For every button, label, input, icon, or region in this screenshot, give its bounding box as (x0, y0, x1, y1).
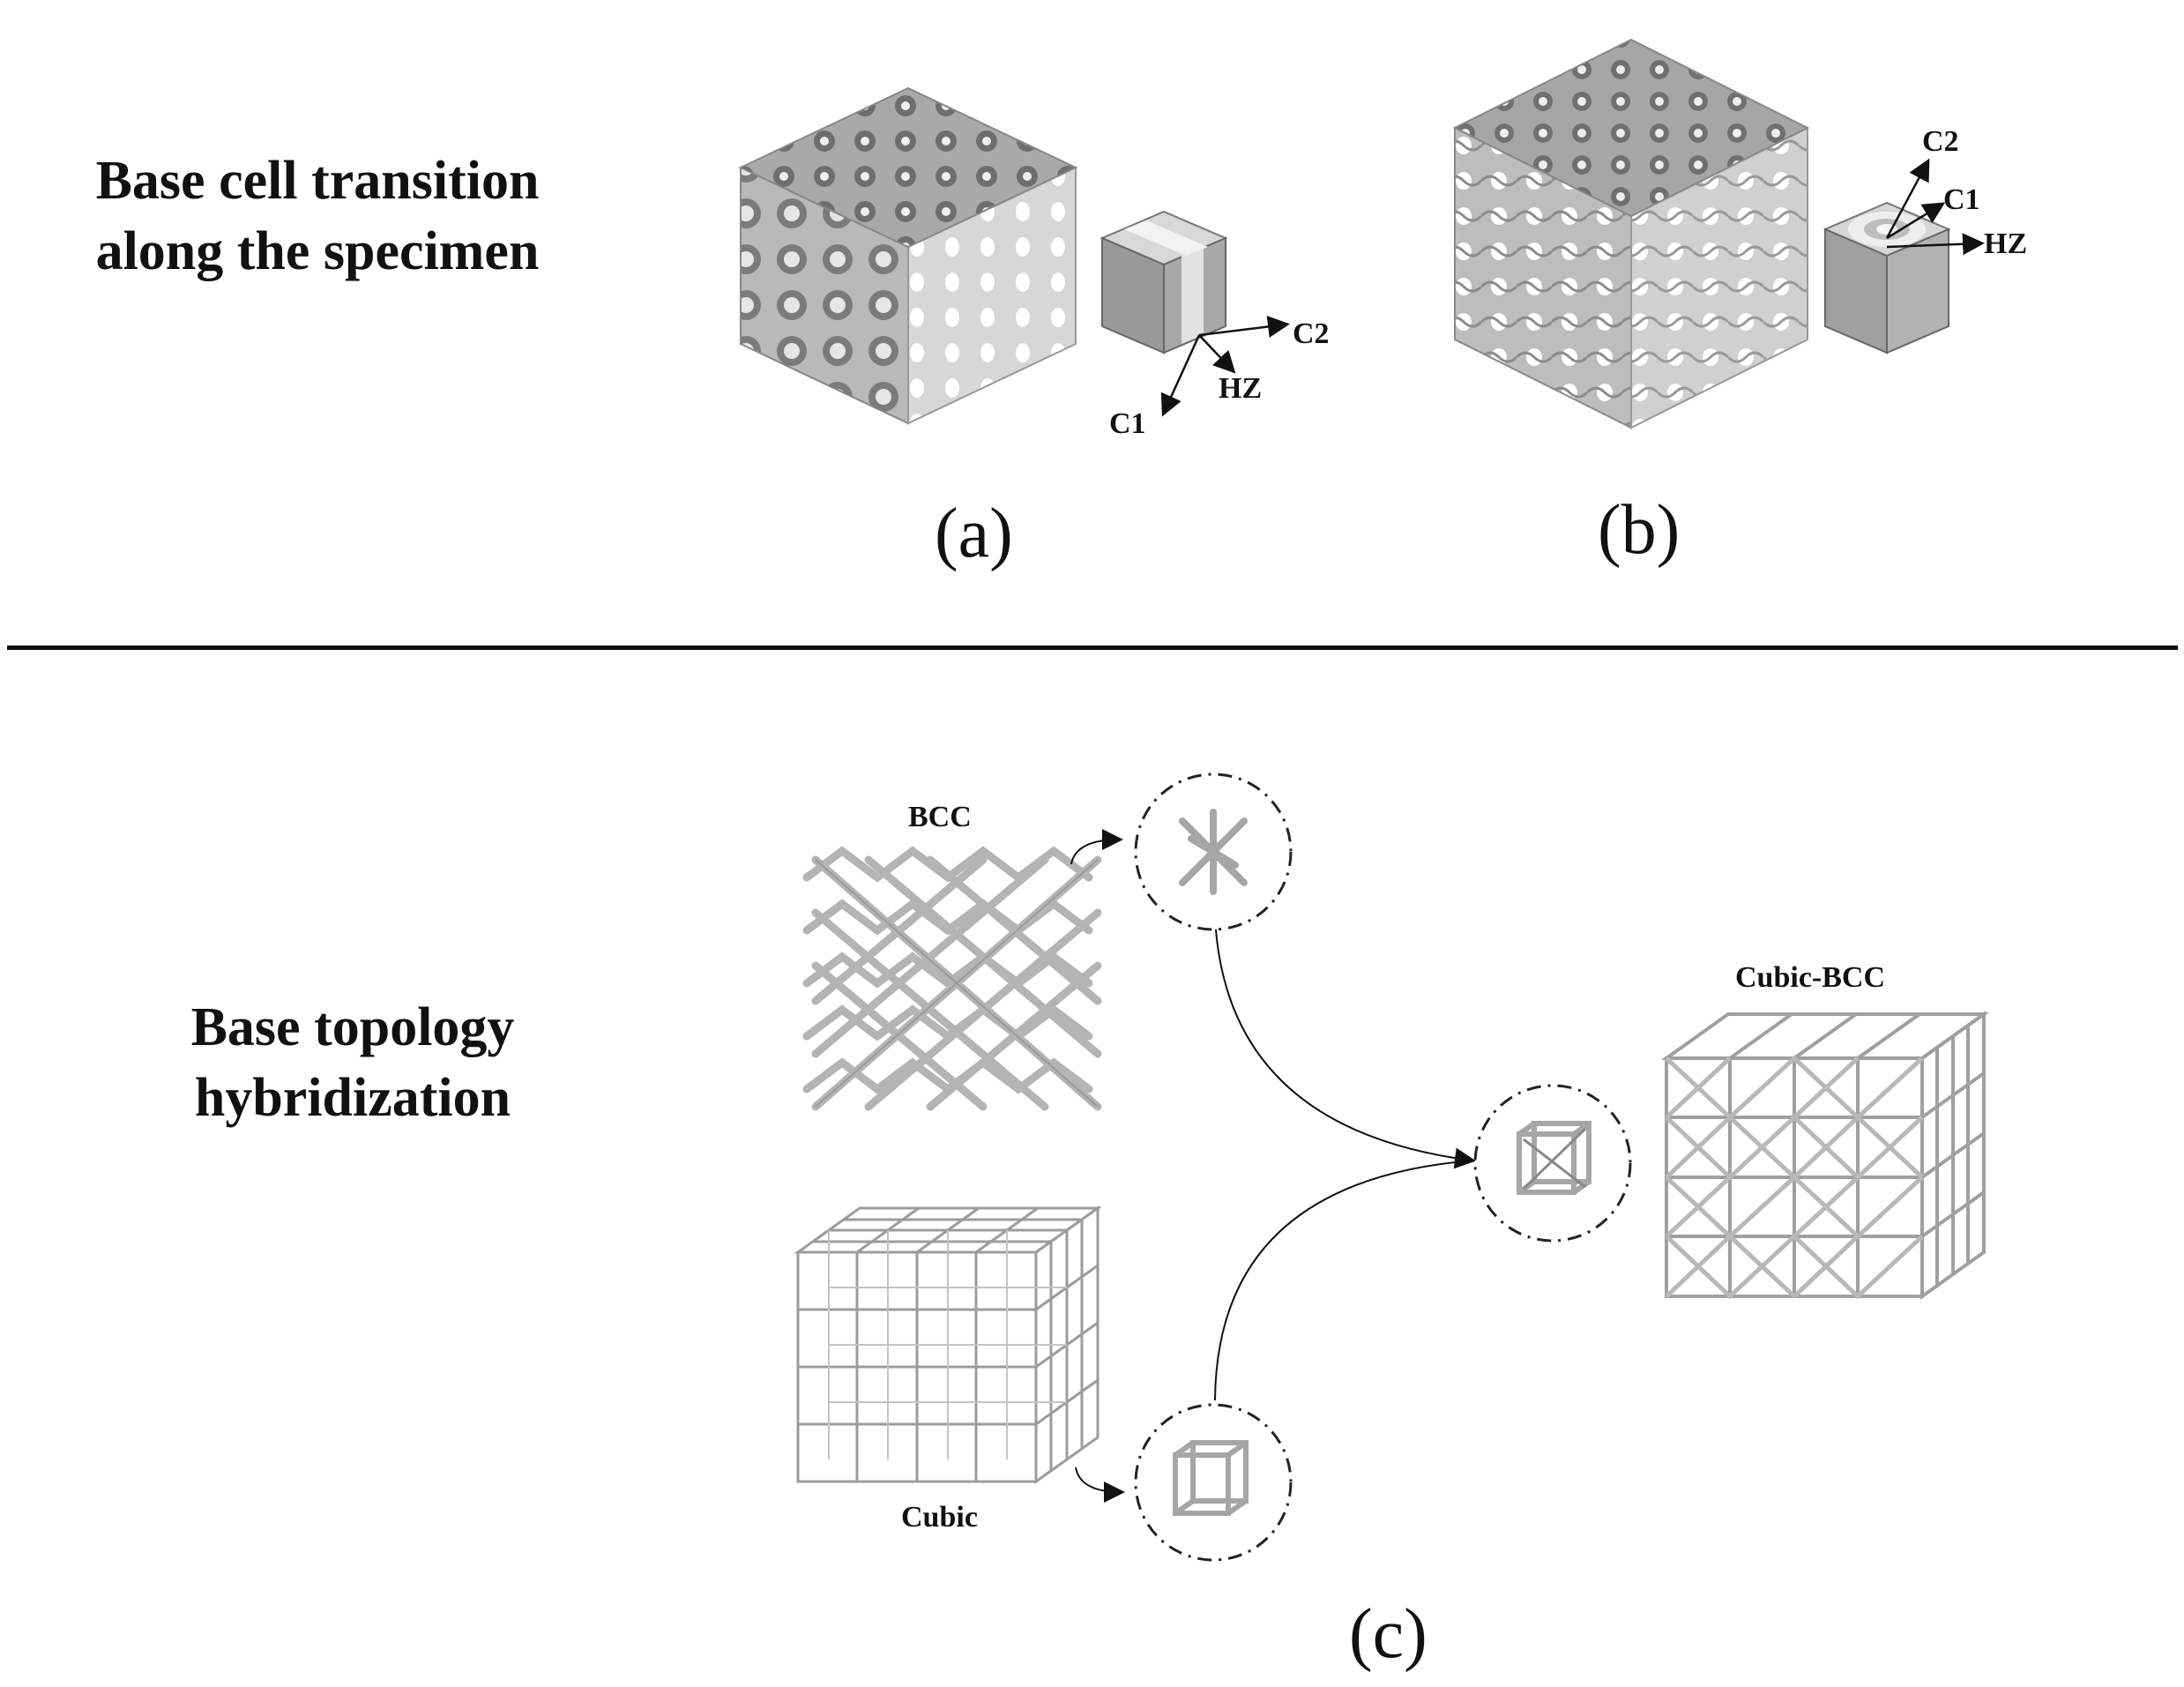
panel-a-axis-c2: C2 (1293, 317, 1330, 350)
bcc-unit-cell-circle (1134, 773, 1293, 931)
top-heading: Base cell transition along the specimen (35, 146, 600, 287)
top-heading-line2: along the specimen (95, 221, 540, 281)
panel-b-label: (b) (1598, 491, 1681, 569)
panel-a-label: (a) (935, 495, 1013, 572)
panel-b-orientation-cube (1822, 201, 1951, 355)
bottom-heading-line2: hybridization (194, 1068, 511, 1128)
panel-a-cube-top-face (738, 86, 1078, 249)
bottom-heading: Base topology hybridization (106, 992, 600, 1133)
cubic-bcc-lattice (1660, 1011, 1990, 1300)
panel-a-axis-c1: C1 (1109, 407, 1146, 440)
bottom-heading-line1: Base topology (190, 997, 515, 1057)
section-divider (7, 646, 2178, 650)
cubic-unit-cell-circle (1134, 1403, 1293, 1562)
bcc-label: BCC (908, 801, 972, 833)
cubic-label: Cubic (901, 1501, 978, 1534)
bcc-lattice (802, 846, 1102, 1111)
panel-c-label: (c) (1349, 1595, 1427, 1673)
panel-a-lattice-cube (738, 86, 1078, 425)
panel-b-axis-c1: C1 (1943, 183, 1980, 216)
panel-a-orientation-cube (1099, 210, 1228, 355)
top-heading-line1: Base cell transition (95, 151, 540, 211)
panel-b-axis-arrows (1885, 158, 1985, 256)
panel-b-axis-hz: HZ (1984, 228, 2028, 260)
cubic-lattice (794, 1206, 1102, 1484)
panel-b-lattice-cube (1452, 38, 1810, 429)
hybrid-unit-cell-circle (1473, 1084, 1632, 1243)
hybrid-label: Cubic-BCC (1735, 961, 1886, 994)
connection-arrows (1070, 829, 1476, 1503)
panel-b-axis-c2: C2 (1922, 125, 1959, 158)
panel-b-cube-top-face (1452, 38, 1810, 218)
panel-a-axis-hz: HZ (1219, 372, 1263, 405)
panel-a-axis-arrows (1160, 316, 1290, 417)
